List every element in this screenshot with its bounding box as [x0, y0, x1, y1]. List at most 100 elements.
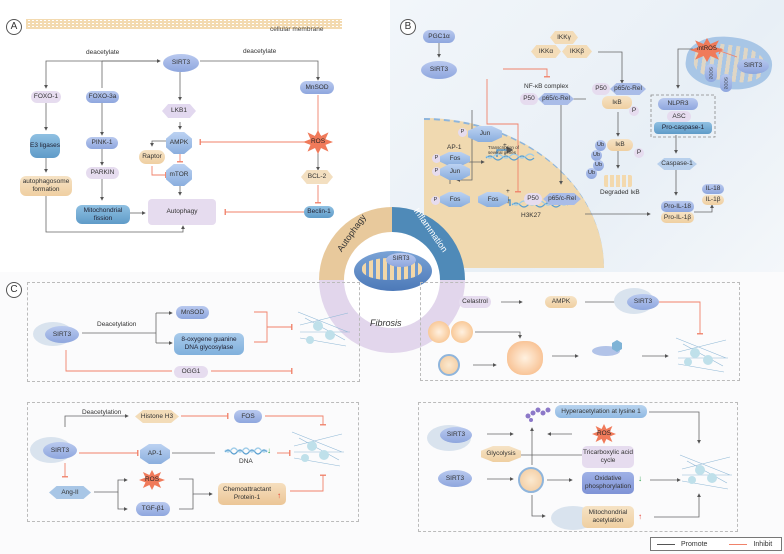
node-asc: ASC: [667, 111, 691, 122]
node-nlrp3: NLPR3: [658, 98, 698, 110]
deacetylate-label-right: deacetylate: [243, 48, 277, 55]
node-hyperacetylation: Hyperacetylation at lysine 1: [555, 405, 647, 418]
acetyl-cluster: [525, 407, 551, 422]
node-sirt3-c3: SIRT3: [43, 442, 77, 459]
node-mnsod-a: MnSOD: [300, 81, 334, 94]
deacetylate-label-left: deacetylate: [86, 49, 120, 56]
node-mitochondrial-acetylation: Mitochondrial acetylation: [582, 506, 634, 528]
node-ap1-c3: AP-1: [140, 444, 170, 464]
node-ikb-ub: IκB: [607, 139, 633, 151]
node-sirt3-b: SIRT3: [421, 61, 457, 79]
central-sirt3: SIRT3: [386, 253, 416, 267]
macrophage: [507, 341, 543, 375]
node-autophagosome-formation: autophagosome formation: [20, 176, 72, 196]
node-sirt3-a: SIRT3: [163, 54, 199, 72]
node-ogg1: OGG1: [174, 366, 208, 378]
monocyte-1: [428, 321, 450, 343]
inhibit-line-icon: [729, 543, 748, 545]
node-pink1: PINK-1: [86, 137, 118, 149]
deacetylation-label-c1: Deacetylation: [97, 321, 137, 328]
node-p50-ikb: P50: [592, 83, 610, 95]
h3k27-plus: +: [506, 188, 510, 195]
panel-a-letter: A: [6, 19, 22, 35]
node-fos-mid: Fos: [478, 192, 508, 207]
dna-helix-c: [224, 447, 268, 455]
node-ikb: IκB: [602, 96, 632, 109]
node-sirt3-c1: SIRT3: [45, 326, 79, 343]
box-c2: [420, 282, 740, 381]
node-sirt3-c4b: SIRT3: [438, 470, 472, 487]
node-foxo1: FOXO-1: [31, 91, 61, 103]
node-ampk-a: AMPK: [166, 132, 192, 154]
node-beclin1: Beclin-1: [304, 206, 334, 218]
node-ikkg: IKKγ: [550, 31, 578, 44]
monocyte-3: [438, 354, 460, 376]
h3k27-label: H3K27: [521, 212, 541, 219]
promote-arrow-icon: [657, 543, 675, 545]
dna-down-arrow: ↓: [267, 446, 271, 455]
oxphos-down-arrow: ↓: [638, 474, 642, 483]
node-sod2-2: SOD2: [720, 74, 732, 92]
node-pgc1a: PGC1α: [423, 30, 455, 43]
wheel-label-fibrosis: Fibrosis: [370, 318, 402, 328]
node-sirt3-c4a: SIRT3: [440, 427, 472, 443]
node-il18: IL-18: [702, 184, 724, 194]
fibroblast-cells: [301, 321, 717, 484]
cellular-membrane: [26, 19, 342, 29]
node-tgf-b1: TGF-β1: [136, 502, 170, 516]
node-pro-il18: Pro-IL-18: [661, 201, 694, 212]
node-mtor: mTOR: [166, 164, 192, 186]
deacetylation-label-c3: Deacetylation: [82, 409, 122, 416]
ap1-label-b: AP-1: [447, 144, 462, 151]
transcription-plus: +: [503, 142, 507, 149]
node-p65-ikb: p65/c-Rel: [610, 83, 646, 95]
box-c1: [27, 282, 360, 382]
node-mitochondrial-fission: Mitochondrial fission: [76, 205, 130, 224]
legend-inhibit: Inhibit: [753, 540, 773, 548]
node-pro-caspase-1: Pro-caspase-1: [654, 122, 712, 134]
node-ampk-c2: AMPK: [545, 296, 577, 308]
phospho-ikb: P: [629, 106, 639, 116]
box-c3: [27, 402, 359, 522]
inflammasome-box: [650, 94, 716, 138]
node-ikkb: IKKβ: [562, 45, 592, 58]
panel-c-letter: C: [6, 282, 22, 298]
node-il1b: IL-1β: [702, 195, 724, 205]
mcp-up-arrow: ↑: [277, 491, 281, 500]
node-p65-complex: p65/c-Rel: [538, 93, 574, 105]
node-ikka: IKKα: [531, 45, 561, 58]
node-bcl2: BCL-2: [301, 170, 333, 184]
node-ros-c3: ROS: [139, 470, 165, 490]
collagen-hex: [612, 340, 622, 352]
node-tca-cycle: Tricarboxylic acid cycle: [582, 446, 634, 468]
node-p50-nucleus: P50: [524, 193, 542, 205]
node-sirt3-mito: SIRT3: [737, 58, 769, 74]
node-p50-complex: P50: [520, 93, 538, 105]
ubiquitin-2: Ub: [591, 150, 602, 161]
phospho-jun: P: [432, 167, 441, 176]
legend: Promote Inhibit: [650, 537, 782, 551]
ubiquitin-1: Ub: [595, 140, 606, 151]
node-lkb1: LKB1: [162, 104, 196, 118]
membrane-label: cellular membrane: [270, 26, 324, 33]
node-histone-h3: Histone H3: [135, 410, 179, 423]
node-autophagy: Autophagy: [148, 199, 216, 225]
ubiquitin-4: Ub: [586, 168, 597, 179]
node-jun-ap1: Jun: [440, 164, 470, 180]
degraded-ikb-icon: [604, 175, 632, 187]
legend-promote: Promote: [681, 540, 708, 548]
node-parkin: PARKIN: [86, 167, 119, 179]
node-caspase-1: Caspase-1: [657, 158, 697, 170]
node-sirt3-c2: SIRT3: [627, 294, 659, 310]
ubiquitin-3: Ub: [593, 160, 604, 171]
node-fos-c3: FOS: [234, 410, 262, 423]
node-ang-ii: Ang-II: [49, 486, 91, 499]
transcription-label: Transcription of several genes: [488, 145, 519, 155]
node-sod2-1: SOD2: [705, 64, 717, 82]
node-oxidative-phosphorylation: Oxidative phosphorylation: [582, 472, 634, 494]
node-glycolysis: Glycolysis: [481, 446, 521, 462]
phospho-fos: P: [432, 154, 441, 163]
node-chemoattractant-protein-1: Chemoattractant Protein-1: [218, 483, 286, 505]
